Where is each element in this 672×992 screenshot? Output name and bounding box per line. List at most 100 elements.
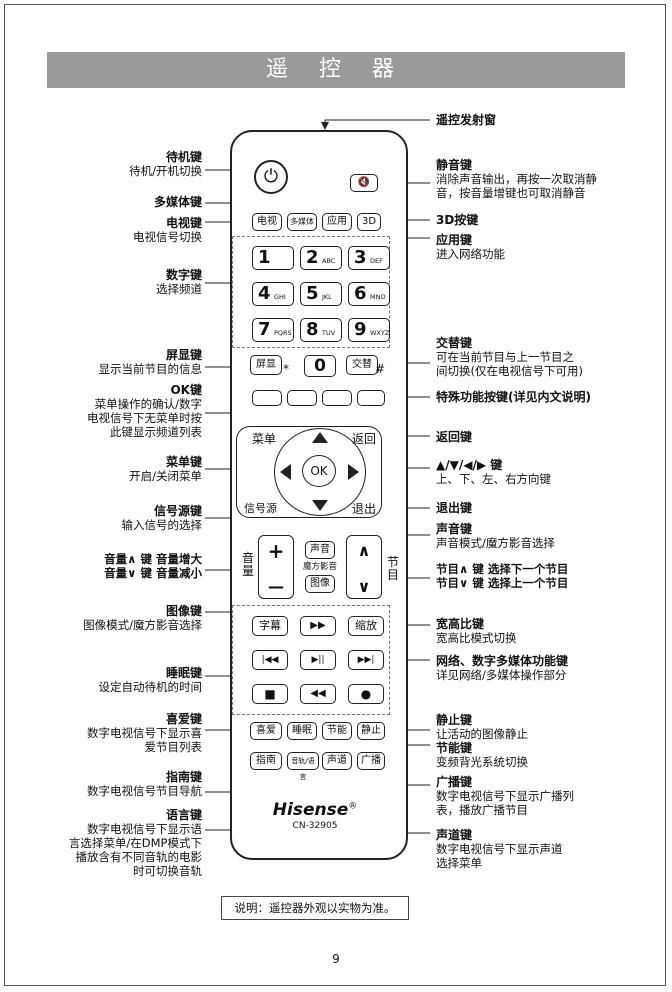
brand-logo: Hisense®	[272, 800, 358, 820]
label-mute: 静音键消除声音输出，再按一次取消静音，按音量增键也可取消静音	[436, 158, 597, 200]
special-key-green[interactable]	[287, 390, 317, 406]
power-button[interactable]: ⏻	[254, 160, 288, 194]
picture-button[interactable]: 图像	[305, 575, 335, 593]
volume-up-button[interactable]: +	[267, 539, 285, 563]
special-key-red[interactable]	[252, 390, 282, 406]
label-sound-channel: 声道键数字电视信号下显示声道选择菜单	[436, 828, 563, 870]
label-broadcast: 广播键数字电视信号下显示广播列表，播放广播节目	[436, 775, 574, 817]
page-title: 遥 控 器	[47, 52, 625, 88]
label-app: 应用键进入网络功能	[436, 233, 505, 261]
fast-forward-button[interactable]: ▶▶	[300, 616, 336, 636]
channel-down-button[interactable]: ∨	[357, 577, 371, 596]
label-eco: 节能键变频背光系统切换	[436, 741, 528, 769]
label-favorite: 喜爱键数字电视信号下显示喜爱节目列表	[87, 712, 202, 754]
ok-button[interactable]: OK	[302, 455, 336, 487]
media-keys-frame	[232, 605, 390, 715]
num-1-button[interactable]: 1	[252, 246, 294, 270]
label-standby: 待机键待机/开机切换	[129, 150, 202, 178]
channel-rocker	[346, 535, 382, 599]
multimedia-button[interactable]: 多媒体	[287, 213, 317, 231]
back-button[interactable]: 返回	[352, 432, 377, 446]
label-tv: 电视键电视信号切换	[133, 216, 202, 244]
label-digit: 数字键选择频道	[156, 268, 202, 296]
freeze-button[interactable]: 静止	[357, 722, 385, 740]
sleep-button[interactable]: 睡眠	[287, 722, 317, 740]
volume-rocker	[258, 535, 294, 599]
label-display: 屏显键显示当前节目的信息	[98, 348, 203, 376]
channel-up-button[interactable]: ∧	[357, 541, 371, 560]
zoom-button[interactable]: 缩放	[348, 616, 384, 636]
mute-button[interactable]: 🔇	[350, 174, 378, 192]
up-arrow-icon[interactable]	[312, 432, 328, 443]
app-button[interactable]: 应用	[322, 213, 352, 231]
tv-button[interactable]: 电视	[252, 213, 282, 231]
label-channel-keys: 节目∧ 键 选择下一个节目节目∨ 键 选择上一个节目	[436, 562, 569, 590]
sound-button[interactable]: 声音	[305, 541, 335, 559]
label-back: 返回键	[436, 430, 473, 444]
label-multimedia: 多媒体键	[153, 195, 202, 209]
favorite-button[interactable]: 喜爱	[250, 722, 282, 740]
rewind-button[interactable]: ◀◀	[300, 684, 336, 704]
3d-button[interactable]: 3D	[357, 213, 381, 231]
page-number: 9	[332, 952, 340, 966]
label-3d: 3D按键	[436, 213, 479, 227]
sound-channel-button[interactable]: 声道	[322, 752, 352, 770]
channel-label: 节目	[386, 555, 399, 582]
power-icon: ⏻	[263, 166, 279, 187]
stop-button[interactable]: ■	[252, 684, 288, 704]
subtitle-button[interactable]: 字幕	[252, 616, 288, 636]
next-button[interactable]: ▶▶|	[348, 650, 384, 670]
volume-down-button[interactable]: —	[268, 577, 284, 596]
previous-button[interactable]: |◀◀	[252, 650, 288, 670]
record-button[interactable]: ●	[348, 684, 384, 704]
dpad-frame	[236, 426, 382, 518]
label-network: 网络、数字多媒体功能键详见网络/多媒体操作部分	[436, 654, 569, 682]
label-ok: OK键菜单操作的确认/数字电视信号下无菜单时按此键显示频道列表	[87, 383, 202, 439]
label-guide: 指南键数字电视信号节目导航	[87, 770, 202, 798]
left-arrow-icon[interactable]	[280, 464, 291, 480]
label-freeze: 静止键让活动的图像静止	[436, 713, 528, 741]
label-sleep: 睡眠键设定自动待机的时间	[98, 666, 203, 694]
label-sound: 声音键声音模式/魔方影音选择	[436, 522, 555, 550]
label-source: 信号源键输入信号的选择	[121, 504, 203, 532]
menu-button[interactable]: 菜单	[252, 432, 277, 446]
audio-language-button[interactable]: 音轨/语言	[287, 752, 319, 781]
swap-button[interactable]: 交替#	[346, 355, 385, 376]
exit-button[interactable]: 退出	[352, 502, 377, 516]
label-arrows: ▲/▼/◀/▶ 键上、下、左、右方向键	[436, 458, 551, 486]
model-number: CN-32905	[292, 821, 338, 831]
label-volume: 音量∧ 键 音量增大音量∨ 键 音量减小	[104, 552, 202, 580]
display-button[interactable]: 屏显*	[250, 355, 289, 376]
volume-label: 音量	[241, 551, 254, 578]
label-ir: 遥控发射窗	[436, 113, 497, 127]
source-button[interactable]: 信号源	[244, 502, 277, 515]
label-exit: 退出键	[436, 501, 473, 515]
label-aspect: 宽高比键宽高比模式切换	[436, 617, 517, 645]
page-frame	[4, 4, 666, 986]
mute-icon: 🔇	[357, 177, 371, 188]
play-pause-button[interactable]: ▶||	[300, 650, 336, 670]
label-language: 语言键数字电视信号下显示语言选择菜单/在DMP模式下播放含有不同音轨的电影时可切…	[68, 808, 202, 878]
eco-button[interactable]: 节能	[322, 722, 352, 740]
label-special: 特殊功能按键(详见内文说明)	[436, 390, 591, 404]
note-box: 说明：遥控器外观以实物为准。	[221, 896, 409, 920]
label-swap: 交替键可在当前节目与上一节目之间切换(仅在电视信号下可用)	[436, 336, 583, 378]
guide-button[interactable]: 指南	[250, 752, 282, 770]
right-arrow-icon[interactable]	[348, 464, 359, 480]
special-key-blue[interactable]	[357, 390, 385, 406]
magic-label: 魔方影音	[302, 562, 337, 572]
special-key-yellow[interactable]	[322, 390, 352, 406]
num-0-button[interactable]: 0	[304, 355, 336, 377]
down-arrow-icon[interactable]	[312, 500, 328, 511]
broadcast-button[interactable]: 广播	[357, 752, 385, 770]
label-picture: 图像键图像模式/魔方影音选择	[83, 604, 202, 632]
label-menu: 菜单键开启/关闭菜单	[129, 455, 202, 483]
